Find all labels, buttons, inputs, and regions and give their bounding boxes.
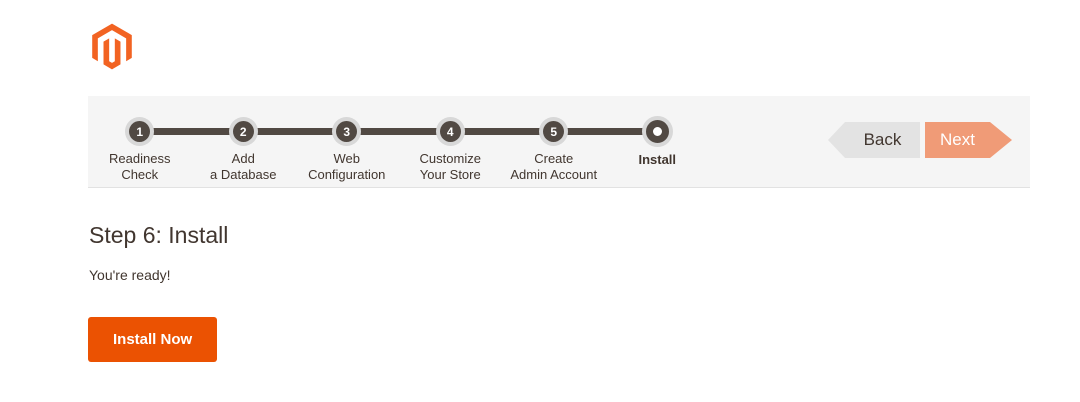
install-now-button[interactable]: Install Now <box>88 317 218 362</box>
magento-logo-icon <box>92 23 132 70</box>
page-title: Step 6: Install <box>89 222 229 248</box>
step-label-line: a Database <box>210 167 277 183</box>
step-label-6: Install <box>638 152 676 168</box>
step-label-line: Admin Account <box>510 167 598 183</box>
step-circle-1: 1 <box>129 121 151 142</box>
step-circle-6-current <box>645 120 669 143</box>
step-label-line: Web <box>333 151 360 166</box>
progress-step-install: Install <box>606 111 710 184</box>
step-label-line: Check <box>121 167 159 183</box>
step-circle-5: 5 <box>543 121 565 142</box>
step-label-line: Install <box>638 152 677 167</box>
step-circle-3: 3 <box>336 121 358 142</box>
step-label-line: Add <box>231 151 255 166</box>
next-button[interactable]: Next <box>925 122 1012 158</box>
step-label-line: Configuration <box>308 167 386 183</box>
ready-message: You're ready! <box>89 267 171 283</box>
step-label-line: Customize <box>419 151 481 166</box>
step-label-line: Your Store <box>419 167 481 183</box>
step-circle-4: 4 <box>439 121 461 142</box>
progress-connector-line <box>140 128 657 135</box>
step-label-line: Create <box>534 151 574 166</box>
step-label-line: Readiness <box>109 151 171 166</box>
step-circle-2: 2 <box>232 121 254 142</box>
back-button[interactable]: Back <box>828 122 920 158</box>
